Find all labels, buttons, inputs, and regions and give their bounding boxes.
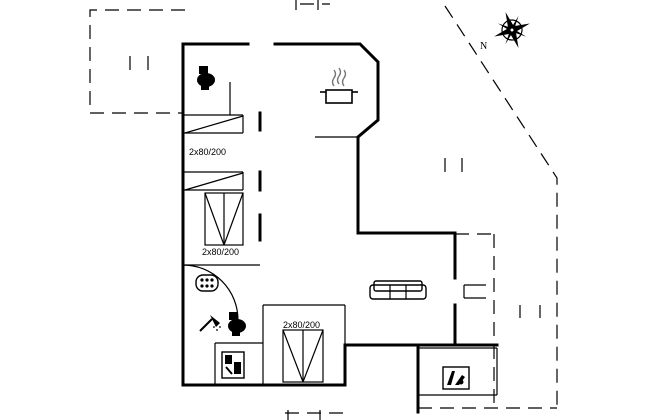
exterior-walls [181,42,499,414]
terrace-top-left [89,9,185,114]
toilet-icon [197,66,215,90]
sofa-icon [369,280,427,300]
bed-bedroom-2 [204,192,244,246]
wall-kitchen-outline [273,42,457,280]
terrace-right-diagonal [444,5,558,412]
compass-north-label: N [480,41,487,52]
bed-cover [204,192,225,246]
bed-size-label: 2x80/200 [202,247,239,257]
toilet-icon [228,312,246,336]
interior-walls [183,82,498,396]
bed-bedroom-3 [282,329,324,383]
terrace-outlines [89,3,558,414]
bed-cover [223,192,244,246]
stove-icon [195,274,219,292]
bed-cover [282,329,304,383]
partition-closet2-diag [184,172,244,191]
washing-machine-icon [221,351,245,379]
bed-cover [302,329,324,383]
shower-icon [199,315,221,332]
bed-size-label: 2x80/200 [283,320,320,330]
wall-right-lower [416,303,457,347]
sauna-icon [442,366,470,390]
partition-closet-diag [184,115,244,134]
wall-bottom-left [181,343,347,387]
door-swing [182,264,239,321]
compass-rose-icon [494,12,530,48]
bed-size-label: 2x80/200 [189,147,226,157]
windows [129,0,541,420]
cooking-pot-icon [320,67,358,104]
